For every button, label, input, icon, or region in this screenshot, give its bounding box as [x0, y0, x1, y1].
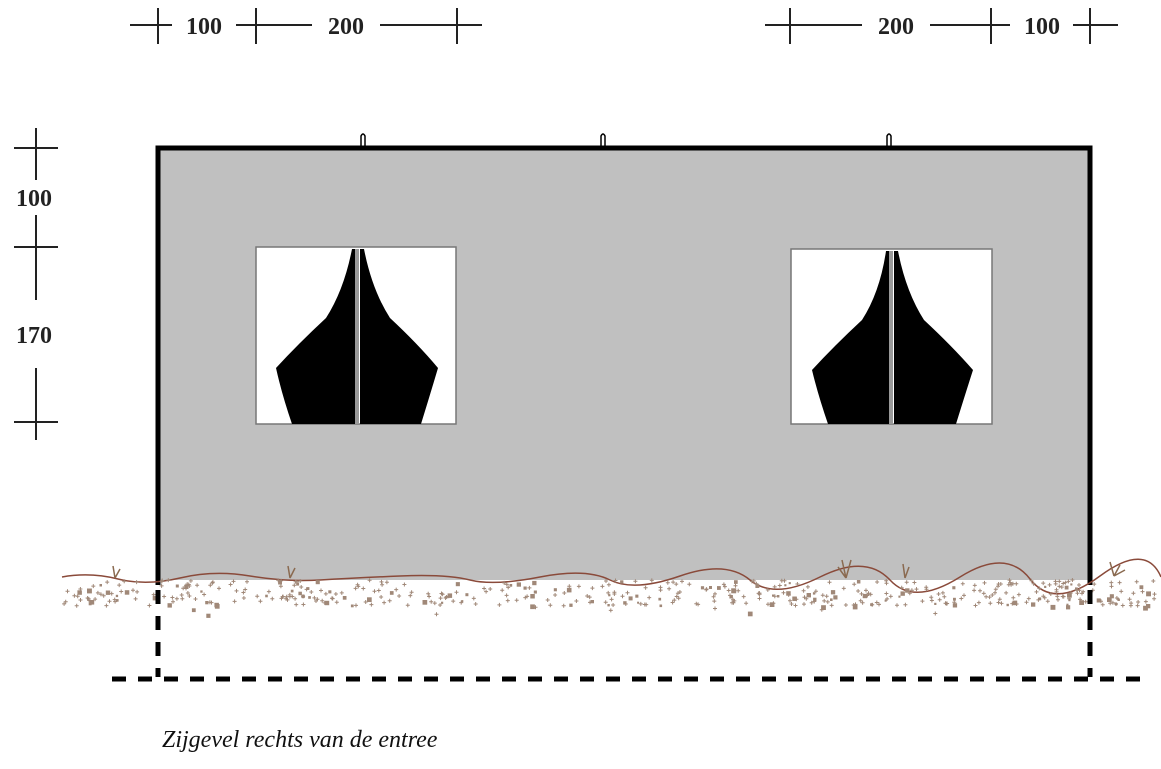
curtain-right-window-right-panel — [894, 251, 973, 424]
curtain-left-window-right-panel — [360, 249, 438, 424]
grass-tufts — [112, 559, 1126, 579]
dim-top-right-200: 200 — [878, 14, 914, 40]
top-right-dimension — [765, 8, 1118, 44]
top-left-dimension — [130, 8, 482, 44]
ground-line — [61, 558, 1161, 595]
dim-top-right-100: 100 — [1024, 14, 1060, 40]
gravel-texture — [62, 578, 1157, 618]
roof-hooks — [360, 133, 892, 146]
left-vertical-dimension — [14, 128, 58, 440]
window-right — [790, 248, 993, 425]
drawing-caption: Zijgevel rechts van de entree — [162, 727, 438, 753]
curtain-right-window-left-panel — [812, 251, 890, 424]
dim-left-170: 170 — [16, 323, 52, 349]
curtain-left-window-left-panel — [276, 249, 356, 424]
window-left — [255, 246, 457, 425]
dim-top-left-200: 200 — [328, 14, 364, 40]
dim-left-100: 100 — [16, 186, 52, 212]
dim-top-left-100: 100 — [186, 14, 222, 40]
